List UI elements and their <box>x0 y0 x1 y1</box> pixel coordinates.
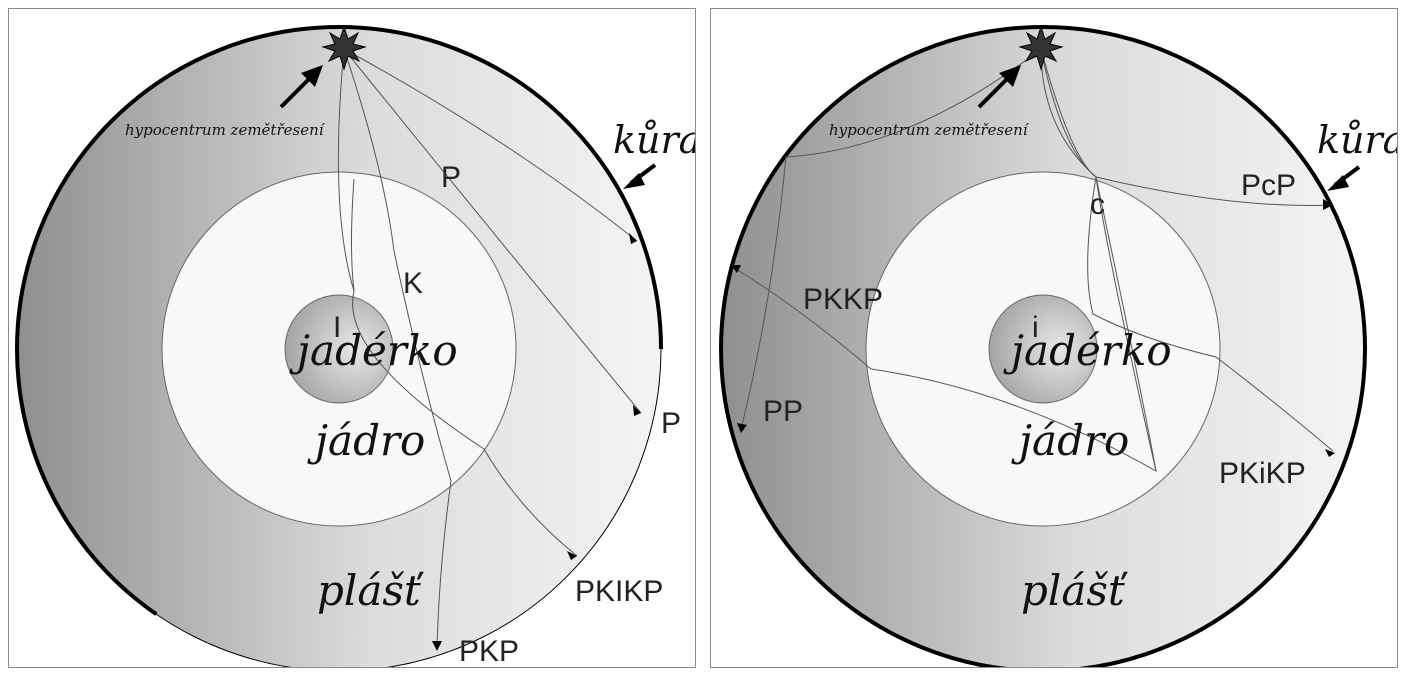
crust-outline <box>719 25 1367 667</box>
arrowhead-pkkp <box>731 265 741 273</box>
ray-label-pp: PP <box>763 395 803 428</box>
inner-core-label: jadérko <box>1003 326 1172 375</box>
seismic-rays <box>732 48 1334 472</box>
ray-label-i: i <box>1032 311 1039 344</box>
ray-arrowheads <box>731 199 1335 457</box>
hypocenter-arrow <box>977 65 1021 109</box>
ray-pkikp <box>1040 48 1334 452</box>
crust-label: kůra <box>1317 118 1397 162</box>
ray-label-pkkp: PKKP <box>803 283 883 316</box>
left-earth-diagram: hypocentrum zemětřesení kůra plášť jádro… <box>15 25 695 667</box>
inner-core <box>284 294 394 404</box>
ray-p-lower <box>343 48 642 414</box>
hypocenter-star <box>321 25 367 71</box>
arrowhead-pkp <box>432 641 442 651</box>
arrowhead-pkikp <box>567 551 577 560</box>
ray-pkp <box>343 48 452 650</box>
ray-k-branch <box>351 178 355 292</box>
hypocenter-label: hypocentrum zemětřesení <box>829 121 1030 139</box>
ray-label-p-lower: P <box>661 407 681 440</box>
inner-core <box>988 294 1098 404</box>
crust-arrow <box>623 163 657 189</box>
left-panel: hypocentrum zemětřesení kůra plášť jádro… <box>8 8 696 668</box>
ray-pkkp <box>732 176 1157 472</box>
inner-core-label: jadérko <box>289 326 458 375</box>
ray-pkikp <box>337 48 578 557</box>
ray-label-pcp: PcP <box>1241 169 1296 202</box>
outer-core-label: jádro <box>307 416 425 465</box>
ray-arrowheads <box>432 233 641 651</box>
right-earth-diagram: hypocentrum zemětřesení kůra plášť jádro… <box>719 25 1397 667</box>
arrowhead-p-lower <box>633 405 641 416</box>
ray-p-upper <box>343 48 638 242</box>
hypocenter-star <box>1018 25 1064 71</box>
ray-label-pkp: PKP <box>459 635 519 667</box>
mantle-label: plášť <box>1021 566 1128 615</box>
arrowhead-p-upper <box>629 233 637 244</box>
right-panel: hypocentrum zemětřesení kůra plášť jádro… <box>710 8 1398 668</box>
hypocenter-label: hypocentrum zemětřesení <box>125 121 326 139</box>
seismic-rays <box>337 48 642 650</box>
ray-label-pkikp: PKiKP <box>1219 457 1306 490</box>
hypocenter-arrow <box>279 65 323 109</box>
ray-label-c: c <box>1090 188 1105 221</box>
crust-outline <box>15 25 663 667</box>
outer-core-label: jádro <box>1011 416 1129 465</box>
arrowhead-pkikp <box>1325 449 1335 457</box>
ray-label-pkikp: PKIKP <box>575 575 663 608</box>
ray-label-k: K <box>403 267 423 300</box>
ray-pp <box>740 48 1042 430</box>
crust-arrow <box>1327 165 1361 191</box>
arrowhead-pp <box>737 423 747 433</box>
mantle-label: plášť <box>317 566 424 615</box>
ray-pcp <box>1040 48 1332 206</box>
arrowhead-pcp <box>1323 199 1333 210</box>
ray-c-down <box>1040 48 1157 472</box>
ray-label-i: I <box>333 311 341 344</box>
crust-label: kůra <box>613 118 695 162</box>
ray-label-p-upper: P <box>441 161 461 194</box>
